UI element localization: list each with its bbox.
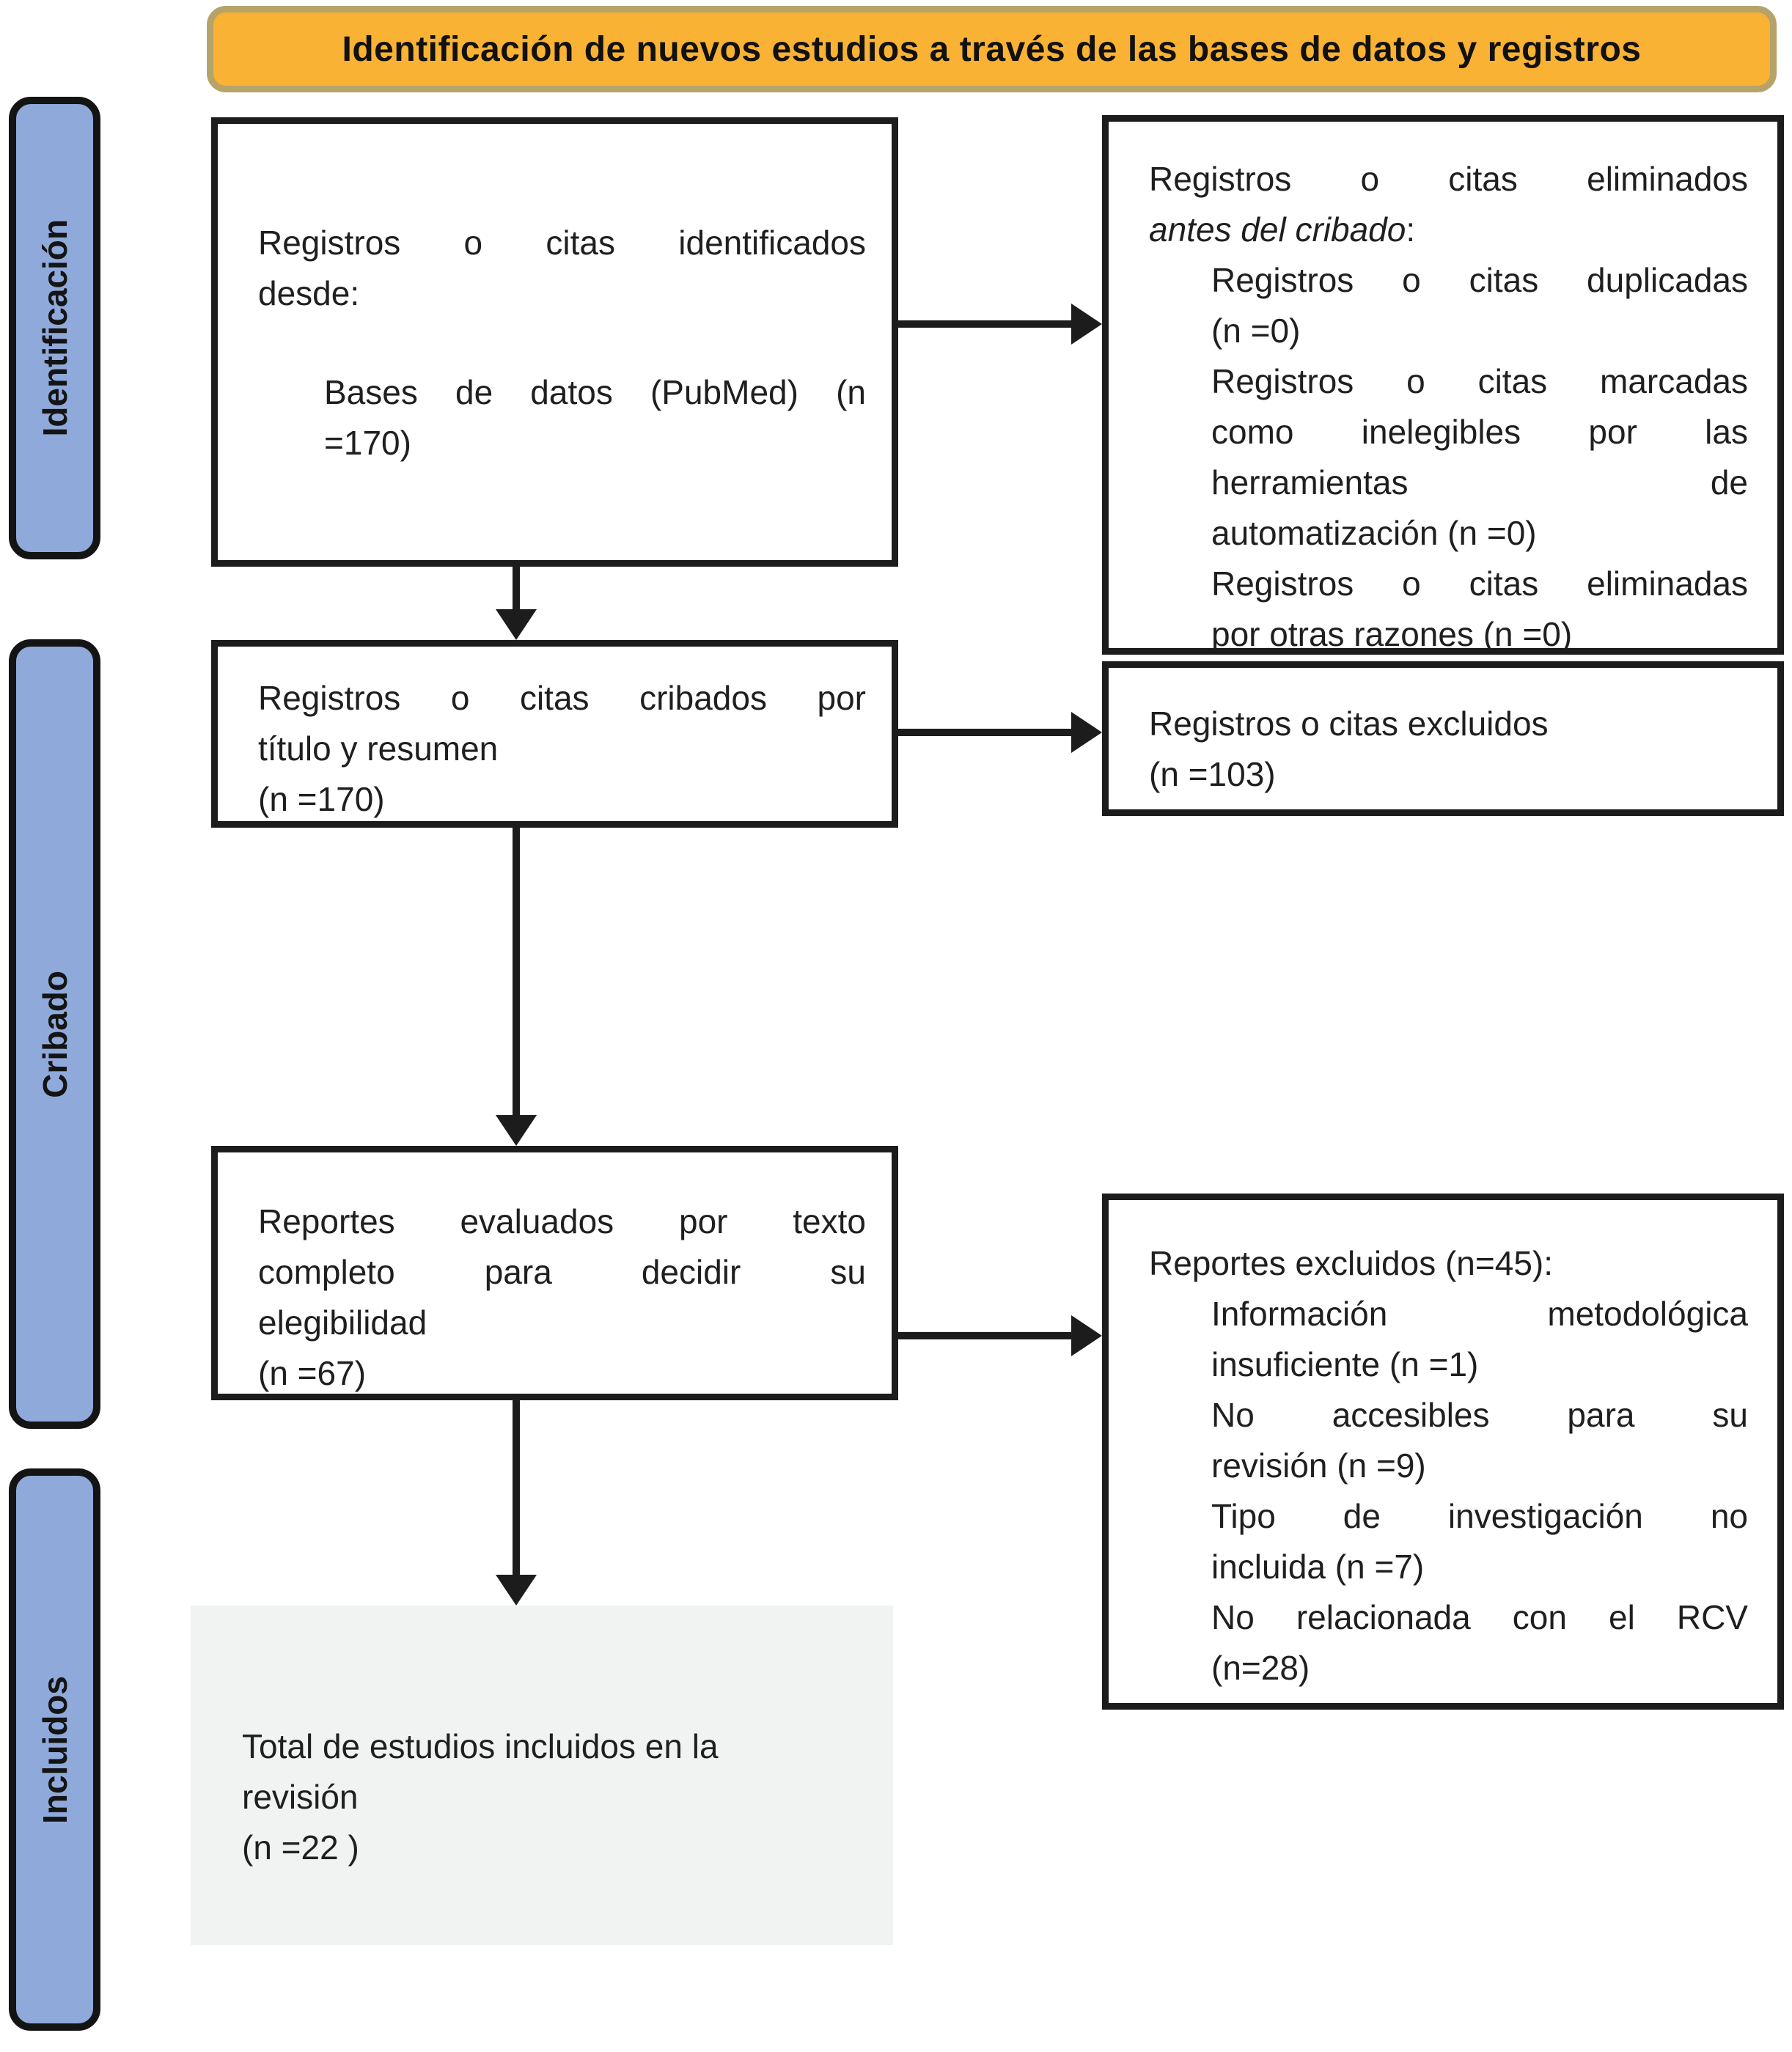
stage-label-screening: Cribado xyxy=(35,970,74,1098)
box-records-identified-content: Registros o citas identificados desde: B… xyxy=(218,124,892,560)
arrow-shaft xyxy=(513,828,520,1117)
colon: : xyxy=(1406,210,1416,249)
italic-phrase: antes del cribado xyxy=(1149,210,1406,249)
arrow-shaft xyxy=(898,320,1073,328)
box-reports-assessed-content: Reportes evaluados por texto completo pa… xyxy=(218,1152,892,1394)
stage-label-included: Incluidos xyxy=(35,1675,74,1824)
arrow-head-right-icon xyxy=(1071,712,1102,753)
arrow-shaft xyxy=(898,1332,1073,1339)
arrow-head-right-icon xyxy=(1071,304,1102,345)
text-line: Bases de datos (PubMed) (n xyxy=(324,373,866,411)
box-reports-excluded-content: Reportes excluidos (n=45): Información m… xyxy=(1109,1200,1777,1703)
text-line: Registros o citas eliminados xyxy=(1149,160,1748,198)
box-records-identified: Registros o citas identificados desde: B… xyxy=(211,117,898,567)
arrow-head-down-icon xyxy=(496,1575,537,1606)
arrow-shaft xyxy=(898,729,1073,736)
text-line: No accesibles para su xyxy=(1211,1396,1748,1434)
stage-tab-screening: Cribado xyxy=(9,639,100,1429)
text-line: Reportes excluidos (n=45): xyxy=(1149,1244,1554,1282)
box-records-excluded-content: Registros o citas excluidos (n =103) xyxy=(1109,668,1777,809)
text-line: automatización (n =0) xyxy=(1211,514,1537,552)
text-line: (n =67) xyxy=(258,1354,367,1392)
arrow-shaft xyxy=(513,1400,520,1576)
text-line: Registros o citas excluidos xyxy=(1149,705,1549,743)
box-total-included: Total de estudios incluidos en la revisi… xyxy=(191,1606,893,1945)
arrow-head-right-icon xyxy=(1071,1315,1102,1356)
text-line: título y resumen xyxy=(258,729,499,768)
box-records-screened: Registros o citas cribados por título y … xyxy=(211,640,898,828)
text-line: como inelegibles por las xyxy=(1211,413,1748,451)
diagram-title-banner: Identificación de nuevos estudios a trav… xyxy=(207,6,1777,92)
diagram-title: Identificación de nuevos estudios a trav… xyxy=(342,29,1642,69)
box-records-removed: Registros o citas eliminados antes del c… xyxy=(1102,115,1784,655)
box-records-excluded: Registros o citas excluidos (n =103) xyxy=(1102,661,1784,816)
text-line: antes del cribado: xyxy=(1149,205,1748,255)
text-line: Información metodológica xyxy=(1211,1295,1748,1333)
text-line: Registros o citas eliminadas xyxy=(1211,565,1748,603)
text-line: revisión (n =9) xyxy=(1211,1446,1426,1485)
text-line: Registros o citas identificados xyxy=(258,224,866,262)
text-line: No relacionada con el RCV xyxy=(1211,1598,1748,1636)
stage-tab-identification: Identificación xyxy=(9,97,100,559)
box-reports-assessed: Reportes evaluados por texto completo pa… xyxy=(211,1146,898,1400)
text-line: Reportes evaluados por texto xyxy=(258,1202,866,1240)
text-line: desde: xyxy=(258,274,360,312)
text-line: completo para decidir su xyxy=(258,1253,866,1291)
stage-label-identification: Identificación xyxy=(35,219,74,437)
box-records-removed-content: Registros o citas eliminados antes del c… xyxy=(1109,122,1777,648)
text-line: (n =103) xyxy=(1149,755,1276,793)
box-reports-excluded: Reportes excluidos (n=45): Información m… xyxy=(1102,1194,1784,1710)
text-line: insuficiente (n =1) xyxy=(1211,1345,1479,1383)
text-line: (n =22 ) xyxy=(242,1828,359,1867)
text-line: Tipo de investigación no xyxy=(1211,1497,1748,1535)
text-line: (n =170) xyxy=(258,780,385,818)
text-line: Registros o citas cribados por xyxy=(258,679,866,717)
box-total-included-content: Total de estudios incluidos en la revisi… xyxy=(191,1606,893,1945)
text-line: incluida (n =7) xyxy=(1211,1548,1425,1586)
text-line: (n =0) xyxy=(1211,312,1301,350)
text-line: Registros o citas marcadas xyxy=(1211,362,1748,400)
text-line: Registros o citas duplicadas xyxy=(1211,261,1748,299)
box-records-screened-content: Registros o citas cribados por título y … xyxy=(218,647,892,821)
arrow-shaft xyxy=(513,567,520,611)
text-line: por otras razones (n =0) xyxy=(1211,615,1573,648)
text-line: (n=28) xyxy=(1211,1649,1310,1687)
arrow-head-down-icon xyxy=(496,609,537,640)
stage-tab-included: Incluidos xyxy=(9,1468,100,2031)
text-line: revisión xyxy=(242,1778,359,1816)
text-line: =170) xyxy=(324,424,411,462)
arrow-head-down-icon xyxy=(496,1115,537,1146)
text-line: Total de estudios incluidos en la xyxy=(242,1727,719,1765)
text-line: elegibilidad xyxy=(258,1303,427,1342)
text-line: herramientas de xyxy=(1211,463,1748,501)
